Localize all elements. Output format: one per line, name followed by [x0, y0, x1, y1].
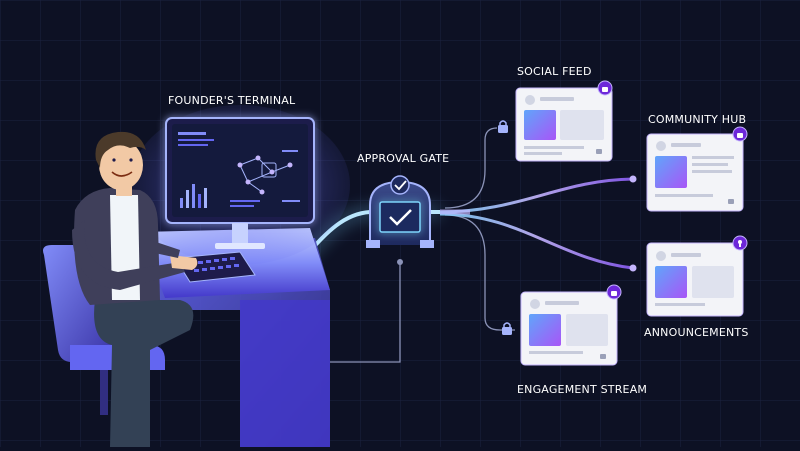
lock-icon [737, 133, 743, 138]
lock-icon [498, 120, 508, 133]
monitor-illustration [165, 117, 315, 249]
card-social-feed [515, 80, 613, 162]
check-icon [389, 209, 412, 226]
image-placeholder-icon [524, 110, 556, 140]
person-illustration [72, 131, 198, 447]
label-engagement-stream: ENGAGEMENT STREAM [517, 383, 648, 396]
lock-icon [611, 291, 617, 296]
check-badge-icon [394, 180, 407, 191]
connector-lines [330, 127, 515, 363]
image-placeholder-icon [655, 156, 687, 188]
connector-node [397, 259, 403, 265]
label-founders-terminal: FOUNDER'S TERMINAL [168, 94, 296, 107]
card-community-hub [646, 126, 748, 212]
desk [140, 228, 330, 447]
label-community-hub: COMMUNITY HUB [648, 113, 747, 126]
approval-gate [366, 175, 434, 248]
card-engagement-stream [520, 284, 622, 366]
lock-icon [600, 354, 606, 359]
image-placeholder-icon [655, 266, 687, 298]
flow-endpoint-announcements [629, 264, 637, 272]
image-placeholder-icon [529, 314, 561, 346]
label-approval-gate: APPROVAL GATE [357, 152, 450, 165]
label-social-feed: SOCIAL FEED [517, 65, 592, 78]
label-announcements: ANNOUNCEMENTS [644, 326, 749, 339]
lock-icon [728, 199, 734, 204]
lock-icon [596, 149, 602, 154]
lock-icon [602, 87, 608, 92]
card-announcements [646, 235, 748, 317]
lock-icon [502, 322, 512, 335]
flow-endpoint-community [629, 175, 637, 183]
